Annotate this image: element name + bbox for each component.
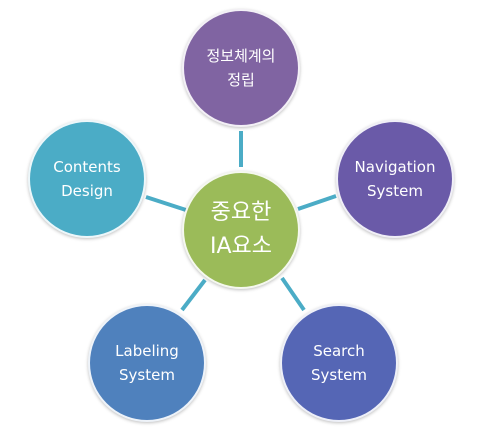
node-search-system: Search System [280, 304, 398, 422]
node-contents-design-line-2: Design [61, 182, 113, 200]
node-search-system-line-1: Search [313, 342, 365, 360]
connector-bottom-right [280, 276, 306, 312]
connector-left [145, 195, 187, 212]
center-node-line-1: 중요한 [210, 200, 272, 225]
node-information-system: 정보체계의 정립 [182, 9, 300, 127]
node-information-system-line-2: 정립 [227, 71, 255, 89]
node-navigation-system: Navigation System [336, 120, 454, 238]
node-labeling-system-line-2: System [119, 366, 175, 384]
node-information-system-line-1: 정보체계의 [206, 47, 276, 65]
node-search-system-line-2: System [311, 366, 367, 384]
node-navigation-system-line-1: Navigation [354, 158, 436, 176]
node-contents-design-line-1: Contents [53, 158, 121, 176]
center-node-line-2: IA요소 [209, 234, 273, 259]
node-contents-design: Contents Design [28, 120, 146, 238]
node-labeling-system-line-1: Labeling [115, 342, 179, 360]
node-labeling-system: Labeling System [88, 304, 206, 422]
center-node: 중요한 IA요소 [182, 171, 300, 289]
connector-bottom-left [180, 278, 207, 312]
connector-right [297, 194, 337, 211]
node-navigation-system-line-2: System [367, 182, 423, 200]
